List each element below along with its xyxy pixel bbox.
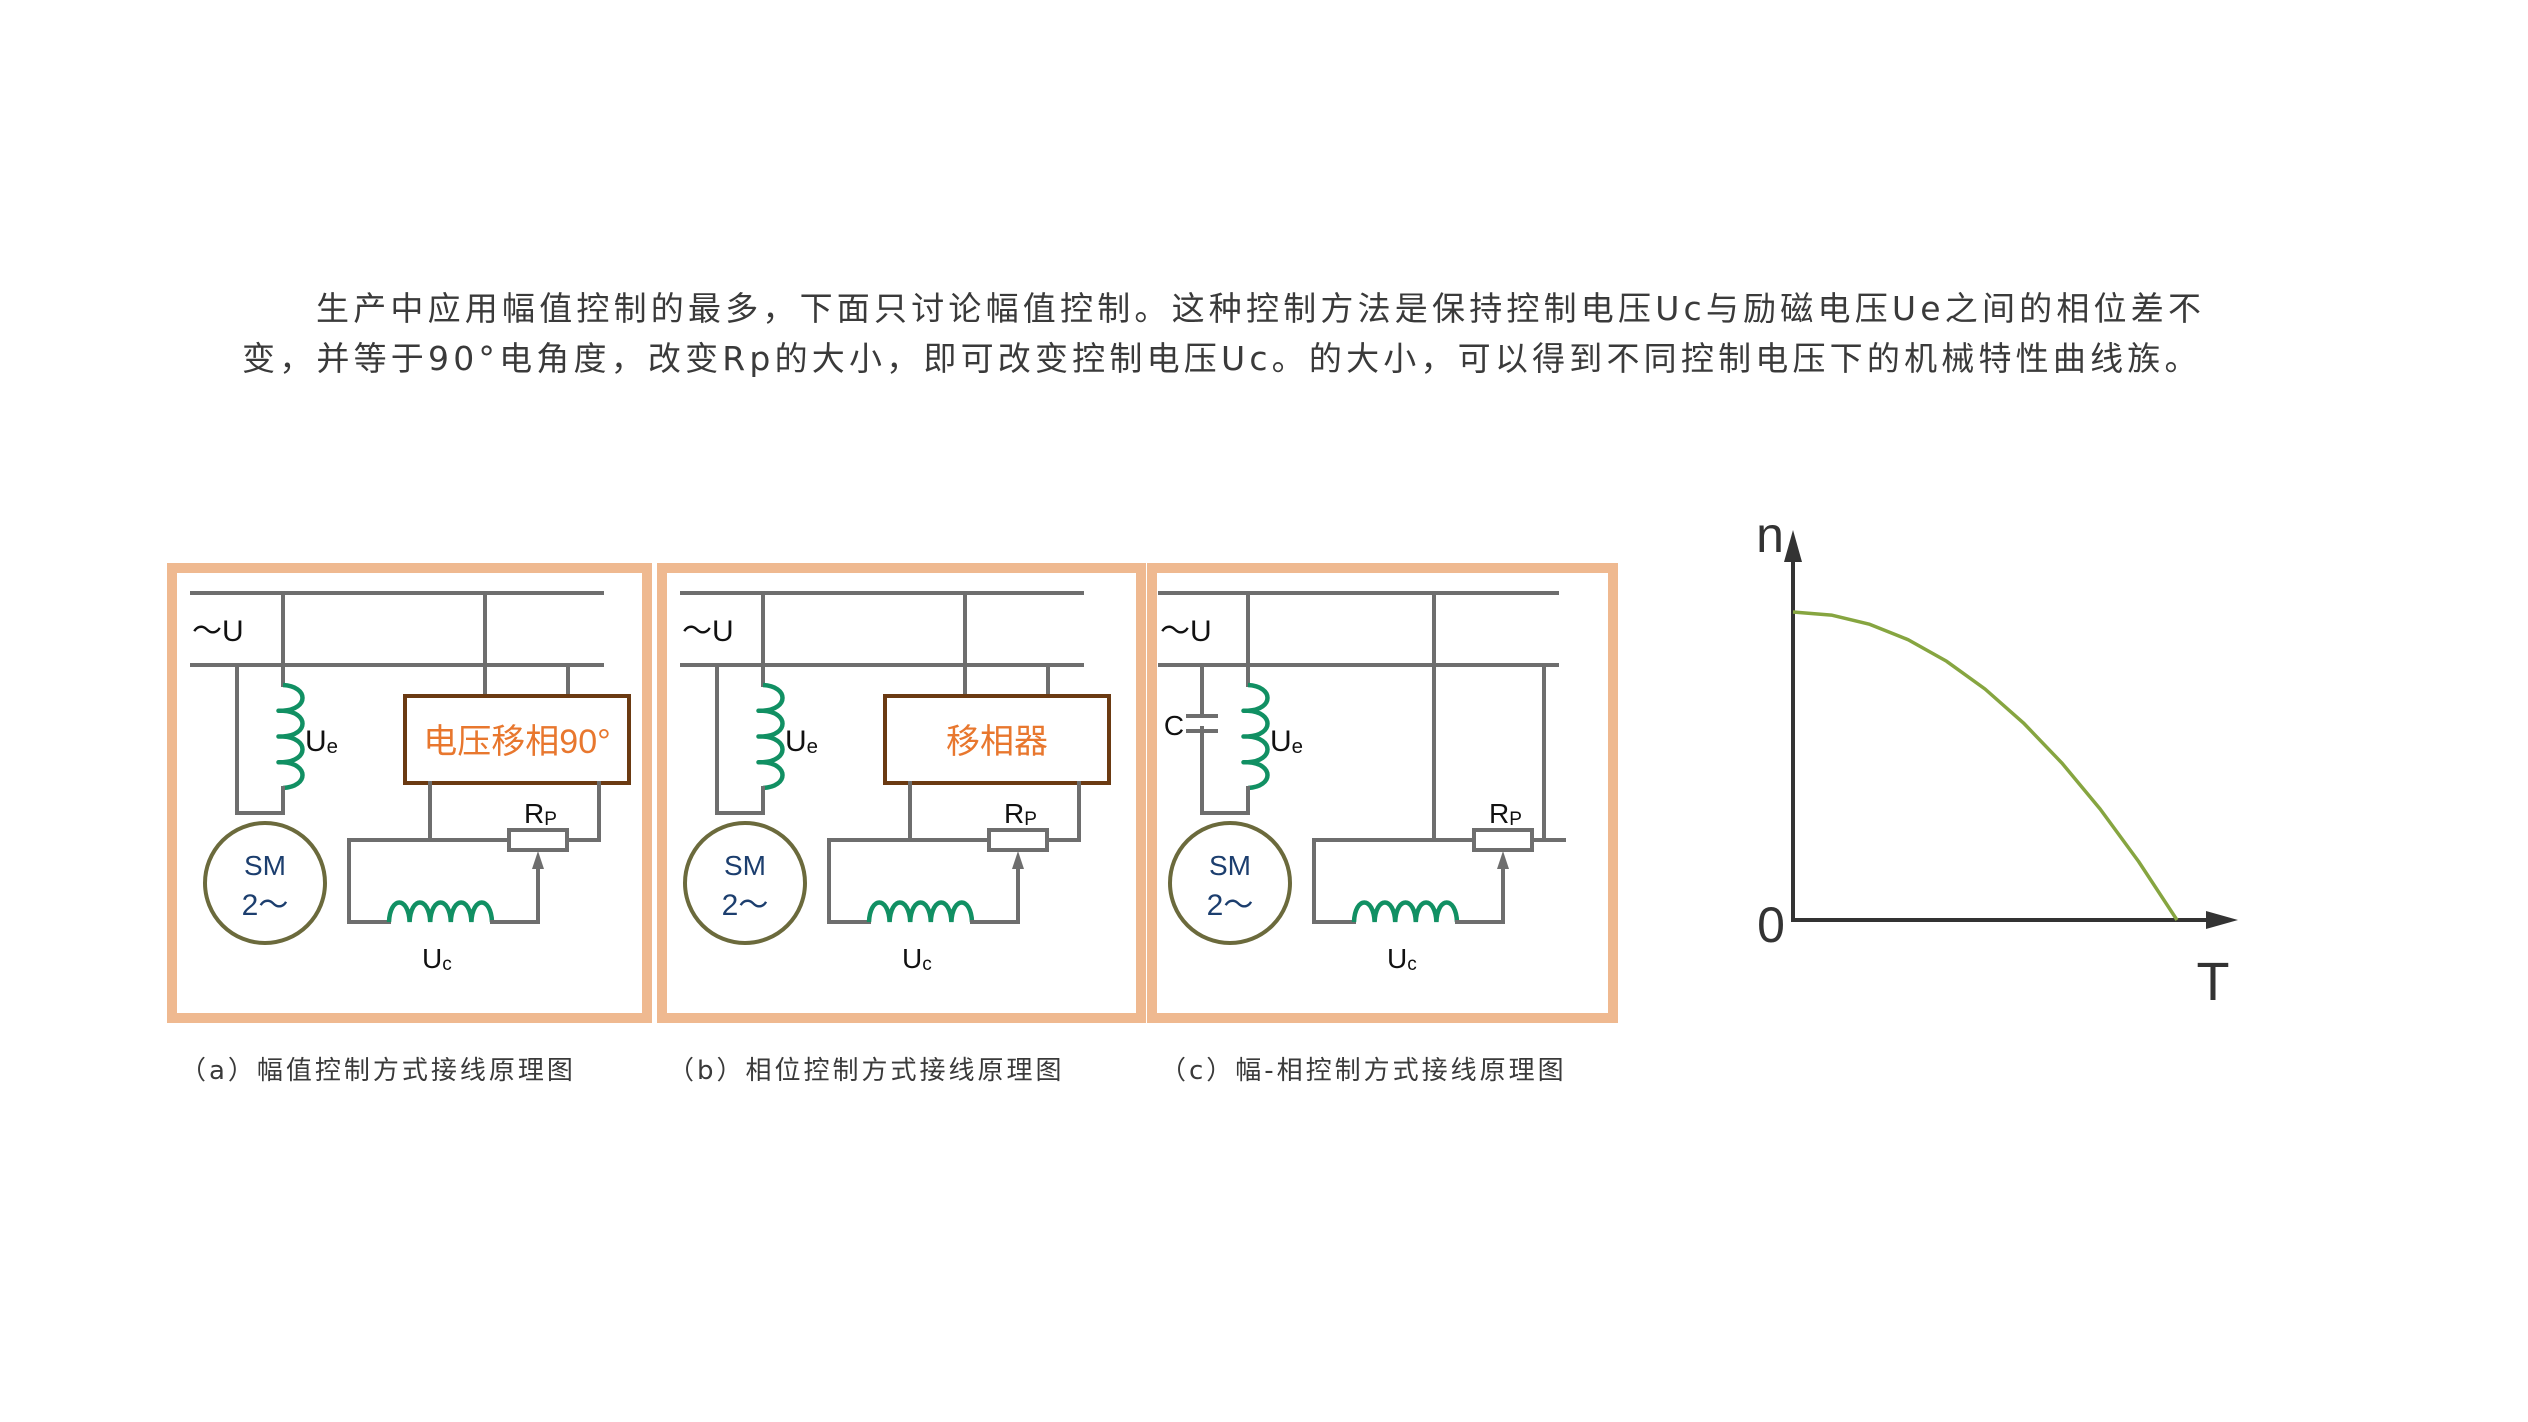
motor-phase-label: 2～ [1207,889,1254,922]
control-coil-icon [866,900,975,923]
motor-symbol-icon [683,821,807,945]
motor-phase-label: 2～ [722,889,769,922]
motor-label: SM [244,850,286,881]
x-axis-label: T [2197,952,2230,1012]
diagram-panel-c: ～U Ue C SM 2～ RP Uc [1147,563,1618,1023]
potentiometer-label: RP [1004,798,1037,830]
supply-voltage-label: ～U [1160,615,1212,648]
circuit-diagram-c: ～U Ue C SM 2～ RP Uc [1158,591,1566,975]
origin-label: 0 [1757,897,1785,953]
motor-symbol-icon [1168,821,1292,945]
caption-b: （b）相位控制方式接线原理图 [668,1056,1065,1086]
motor-phase-label: 2～ [242,889,289,922]
wiper-arrow-icon [1497,851,1509,869]
phase-shifter-box [883,694,1111,785]
potentiometer-label: RP [1489,798,1522,830]
control-voltage-label: Uc [422,943,452,975]
capacitor-label: C [1164,710,1184,741]
control-voltage-label: Uc [902,943,932,975]
phase-shifter-box [403,694,631,785]
potentiometer-icon [507,828,569,852]
excitation-coil-icon [276,682,305,791]
potentiometer-label: RP [524,798,557,830]
caption-c: （c）幅-相控制方式接线原理图 [1160,1056,1567,1086]
x-axis-arrow-icon [2206,911,2238,929]
motor-symbol-icon [203,821,327,945]
excitation-coil-icon [756,682,785,791]
excitation-voltage-label: Ue [785,725,818,758]
caption-a: （a）幅值控制方式接线原理图 [180,1056,576,1086]
excitation-voltage-label: Ue [1270,725,1303,758]
control-voltage-label: Uc [1387,943,1417,975]
mechanical-characteristic-chart: n 0T [1756,507,2238,1012]
phase-shifter-label: 移相器 [946,723,1048,761]
motor-label: SM [1209,850,1251,881]
supply-voltage-label: ～U [192,615,244,648]
wiper-arrow-icon [1012,851,1024,869]
motor-label: SM [724,850,766,881]
potentiometer-icon [987,828,1049,852]
excitation-voltage-label: Ue [305,725,338,758]
series-line-0 [1792,610,2179,921]
paragraph-line-2: 变，并等于90°电角度，改变Rp的大小，即可改变控制电压Uc。的大小，可以得到不… [242,339,2202,378]
wiper-arrow-icon [532,851,544,869]
potentiometer-icon [1472,828,1534,852]
supply-voltage-label: ～U [682,615,734,648]
control-coil-icon [386,900,495,923]
y-axis-arrow-icon [1784,530,1802,562]
y-axis-label: n [1756,507,1784,563]
excitation-coil-icon [1241,682,1270,791]
paragraph-line-1: 生产中应用幅值控制的最多，下面只讨论幅值控制。这种控制方法是保持控制电压Uc与励… [316,289,2206,328]
control-coil-icon [1351,900,1460,923]
phase-shifter-label: 电压移相90° [423,723,610,761]
